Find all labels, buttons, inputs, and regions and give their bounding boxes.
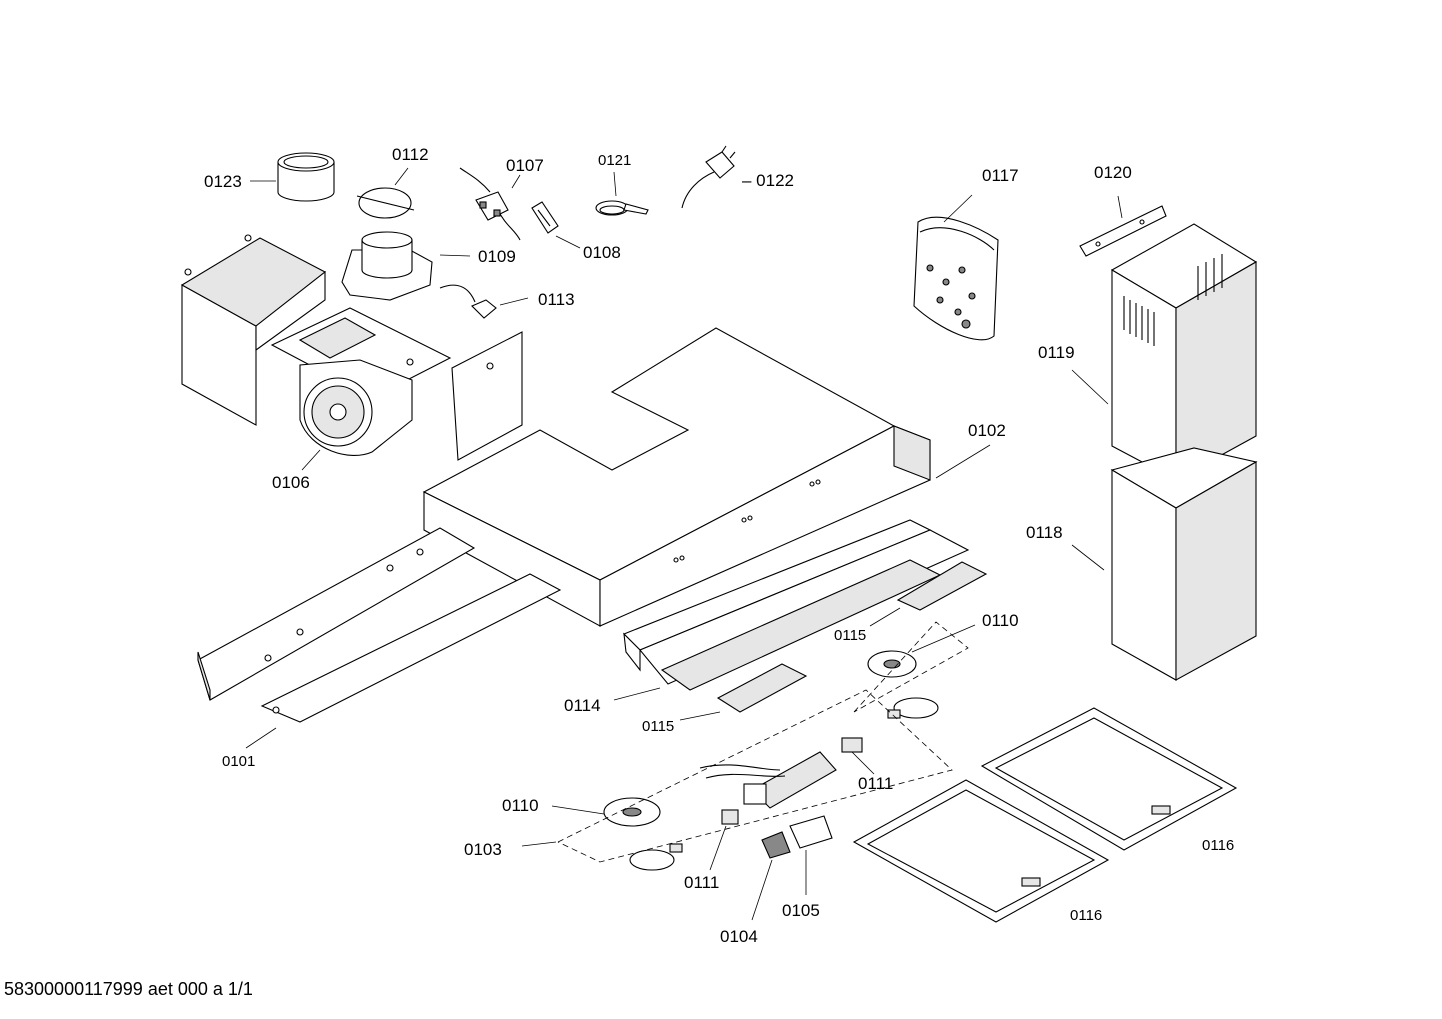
label-0122: – 0122 <box>742 171 794 190</box>
part-rear-panel <box>451 331 523 461</box>
label-0107: 0107 <box>506 156 544 175</box>
label-0117: 0117 <box>982 166 1019 185</box>
part-0110-lamp-holder-right <box>867 650 917 678</box>
part-0101-side-rails <box>197 527 562 723</box>
label-0108: 0108 <box>583 243 621 262</box>
part-0107-switch <box>459 167 521 241</box>
part-0115-light-cover-left <box>716 663 808 713</box>
part-0116-grease-filter-lower <box>852 779 1110 923</box>
label-0106: 0106 <box>272 473 310 492</box>
label-0104: 0104 <box>720 927 758 946</box>
part-control-module <box>699 751 837 809</box>
part-0119-upper-chimney <box>1110 223 1258 481</box>
label-0112: 0112 <box>392 145 429 164</box>
part-bulb-right <box>887 697 939 719</box>
label-0120: 0120 <box>1094 163 1132 182</box>
part-0121-cable-clamp <box>595 200 649 216</box>
part-0108-grille-clip <box>531 201 559 234</box>
part-bulb-left <box>629 843 683 871</box>
part-0118-lower-chimney <box>1110 447 1258 681</box>
part-0106-blower-motor <box>299 359 413 456</box>
drawing-reference-number: 58300000117999 aet 000 a 1/1 <box>4 979 253 999</box>
label-0115-right: 0115 <box>834 627 866 644</box>
label-0118: 0118 <box>1026 523 1063 542</box>
part-0114-filter-frame <box>623 519 970 691</box>
part-0113-connector <box>439 284 497 319</box>
label-0101: 0101 <box>222 753 255 770</box>
label-0116-upper: 0116 <box>1202 837 1234 854</box>
label-0111-right: 0111 <box>858 774 893 793</box>
assembly-boundary-lights <box>853 621 969 713</box>
part-side-panel-left <box>180 234 327 426</box>
part-0120-mounting-bracket <box>1079 205 1167 257</box>
label-0119: 0119 <box>1038 343 1075 362</box>
part-0112-damper-flap <box>356 187 415 219</box>
part-0110-lamp-holder-left <box>603 797 661 827</box>
part-0123-duct-collar <box>277 152 335 202</box>
label-0116-lower: 0116 <box>1070 907 1102 924</box>
part-0111-switch-left <box>721 809 739 825</box>
label-0110-right: 0110 <box>982 611 1019 630</box>
part-0115-light-cover-right <box>896 561 988 611</box>
label-0109: 0109 <box>478 247 516 266</box>
label-0103: 0103 <box>464 840 502 859</box>
part-0105-cover <box>789 815 833 849</box>
label-0111-left: 0111 <box>684 873 719 892</box>
assembly-boundary-0103 <box>557 689 953 863</box>
label-0121: 0121 <box>598 152 631 169</box>
label-0123: 0123 <box>204 172 242 191</box>
label-0113: 0113 <box>538 290 575 309</box>
label-0115-left: 0115 <box>642 718 674 735</box>
part-0116-grease-filter-upper <box>980 707 1238 851</box>
part-0109-outlet-adapter <box>341 231 433 301</box>
part-0122-power-plug <box>681 145 736 209</box>
label-0102: 0102 <box>968 421 1006 440</box>
label-0114: 0114 <box>564 696 601 715</box>
part-0104-bracket <box>761 831 791 859</box>
part-0117-hardware-bag <box>913 216 999 341</box>
label-0110-left: 0110 <box>502 796 539 815</box>
label-0105: 0105 <box>782 901 820 920</box>
part-0111-switch-right <box>841 737 863 753</box>
